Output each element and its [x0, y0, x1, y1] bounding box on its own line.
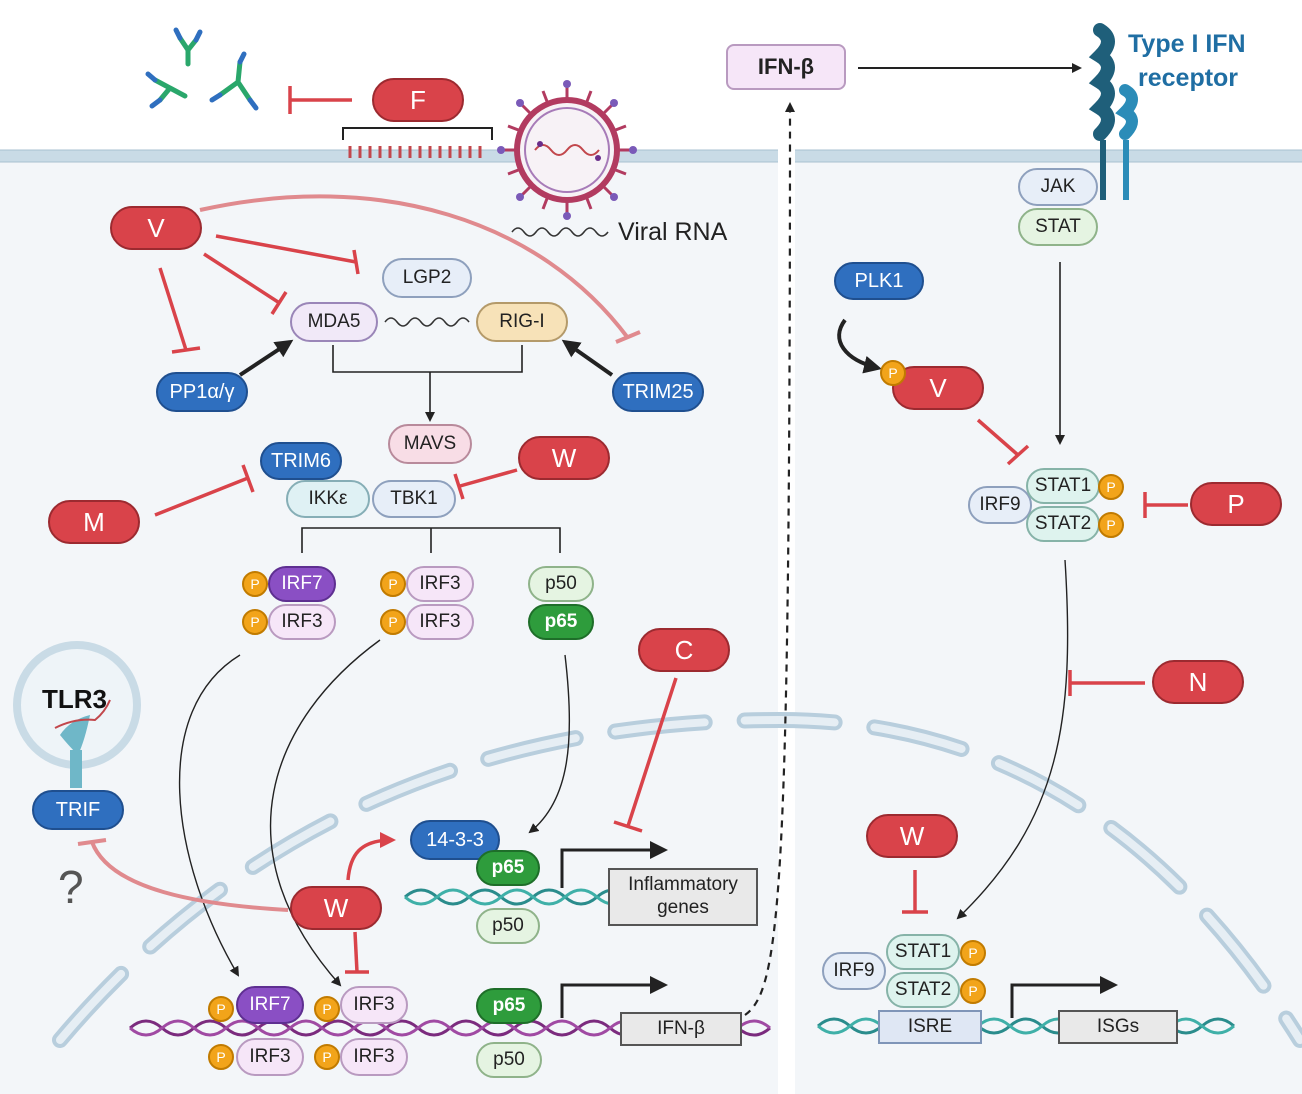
w-protein-nuclear: W — [290, 886, 382, 930]
pp1: PP1α/γ — [156, 372, 248, 412]
isgs: ISGs — [1058, 1010, 1178, 1044]
inflammatory-genes-line1: Inflammatory — [628, 874, 738, 896]
stat1-nuclear: STAT1 — [886, 934, 960, 970]
p65-nuclear-b: p65 — [476, 988, 542, 1024]
stat2-nuclear: STAT2 — [886, 972, 960, 1008]
ifn-receptor-graphic — [1088, 23, 1138, 200]
n-protein: N — [1152, 660, 1244, 704]
phospho-badge: P — [208, 996, 234, 1022]
trim6: TRIM6 — [260, 442, 342, 480]
phospho-badge: P — [380, 571, 406, 597]
phospho-badge: P — [314, 1044, 340, 1070]
v-protein-phospho: V — [892, 366, 984, 410]
rig-i: RIG-I — [476, 302, 568, 342]
inhibition-lines — [77, 86, 1188, 974]
stat: STAT — [1018, 208, 1098, 246]
tlr3-endosome — [13, 641, 141, 788]
question-mark: ? — [58, 861, 84, 913]
plasma-membrane — [0, 149, 1302, 163]
ifn-beta-gene: IFN-β — [620, 1012, 742, 1046]
f-protein: F — [372, 78, 464, 122]
isre: ISRE — [878, 1010, 982, 1044]
w-protein-isre: W — [866, 814, 958, 858]
irf3-c: IRF3 — [406, 604, 474, 640]
phospho-badge: P — [960, 978, 986, 1004]
mda5: MDA5 — [290, 302, 378, 342]
mavs: MAVS — [388, 424, 472, 464]
irf7: IRF7 — [268, 566, 336, 602]
viral-rna-label: Viral RNA — [618, 218, 728, 246]
m-protein: M — [48, 500, 140, 544]
irf3-nuclear-b: IRF3 — [340, 986, 408, 1024]
phospho-badge: P — [960, 940, 986, 966]
stat2: STAT2 — [1026, 506, 1100, 542]
nuclear-envelope — [52, 711, 1302, 1048]
v-protein: V — [110, 206, 202, 250]
irf3-a: IRF3 — [268, 604, 336, 640]
receptor-label-line1: Type I IFN — [1128, 30, 1246, 58]
p50-nuclear-b: p50 — [476, 1042, 542, 1078]
phospho-badge: P — [314, 996, 340, 1022]
lgp2: LGP2 — [382, 258, 472, 298]
irf3-nuclear-a: IRF3 — [236, 1038, 304, 1076]
p50: p50 — [528, 566, 594, 602]
c-protein: C — [638, 628, 730, 672]
phospho-badge: P — [880, 360, 906, 386]
w-protein-tbk1: W — [518, 436, 610, 480]
irf7-nuclear: IRF7 — [236, 986, 304, 1024]
tbk1: TBK1 — [372, 480, 456, 518]
phospho-badge: P — [1098, 474, 1124, 500]
jak: JAK — [1018, 168, 1098, 206]
f-bracket — [342, 127, 493, 158]
rna-bound-strand — [384, 317, 470, 327]
p65: p65 — [528, 604, 594, 640]
irf9: IRF9 — [968, 486, 1032, 524]
p65-nuclear-a: p65 — [476, 850, 540, 886]
viral-rna-strand — [511, 227, 609, 237]
p-protein: P — [1190, 482, 1282, 526]
ikke: IKKε — [286, 480, 370, 518]
ifn-beta-secreted: IFN-β — [726, 44, 846, 90]
phospho-badge: P — [1098, 512, 1124, 538]
tlr3-label: TLR3 — [42, 684, 107, 714]
receptor-label-line2: receptor — [1138, 64, 1239, 92]
irf3-nuclear-c: IRF3 — [340, 1038, 408, 1076]
inflammatory-genes-line2: genes — [657, 897, 709, 918]
phospho-badge: P — [242, 571, 268, 597]
phospho-badge: P — [242, 609, 268, 635]
antibodies — [145, 27, 259, 111]
virus-particle — [497, 80, 637, 220]
stat1: STAT1 — [1026, 468, 1100, 504]
trif: TRIF — [32, 790, 124, 830]
phospho-badge: P — [380, 609, 406, 635]
p50-nuclear-a: p50 — [476, 908, 540, 944]
phospho-badge: P — [208, 1044, 234, 1070]
plk1: PLK1 — [834, 262, 924, 300]
irf9-nuclear: IRF9 — [822, 952, 886, 990]
activation-arrows — [178, 63, 1118, 1018]
irf3-b: IRF3 — [406, 566, 474, 602]
trim25: TRIM25 — [612, 372, 704, 412]
